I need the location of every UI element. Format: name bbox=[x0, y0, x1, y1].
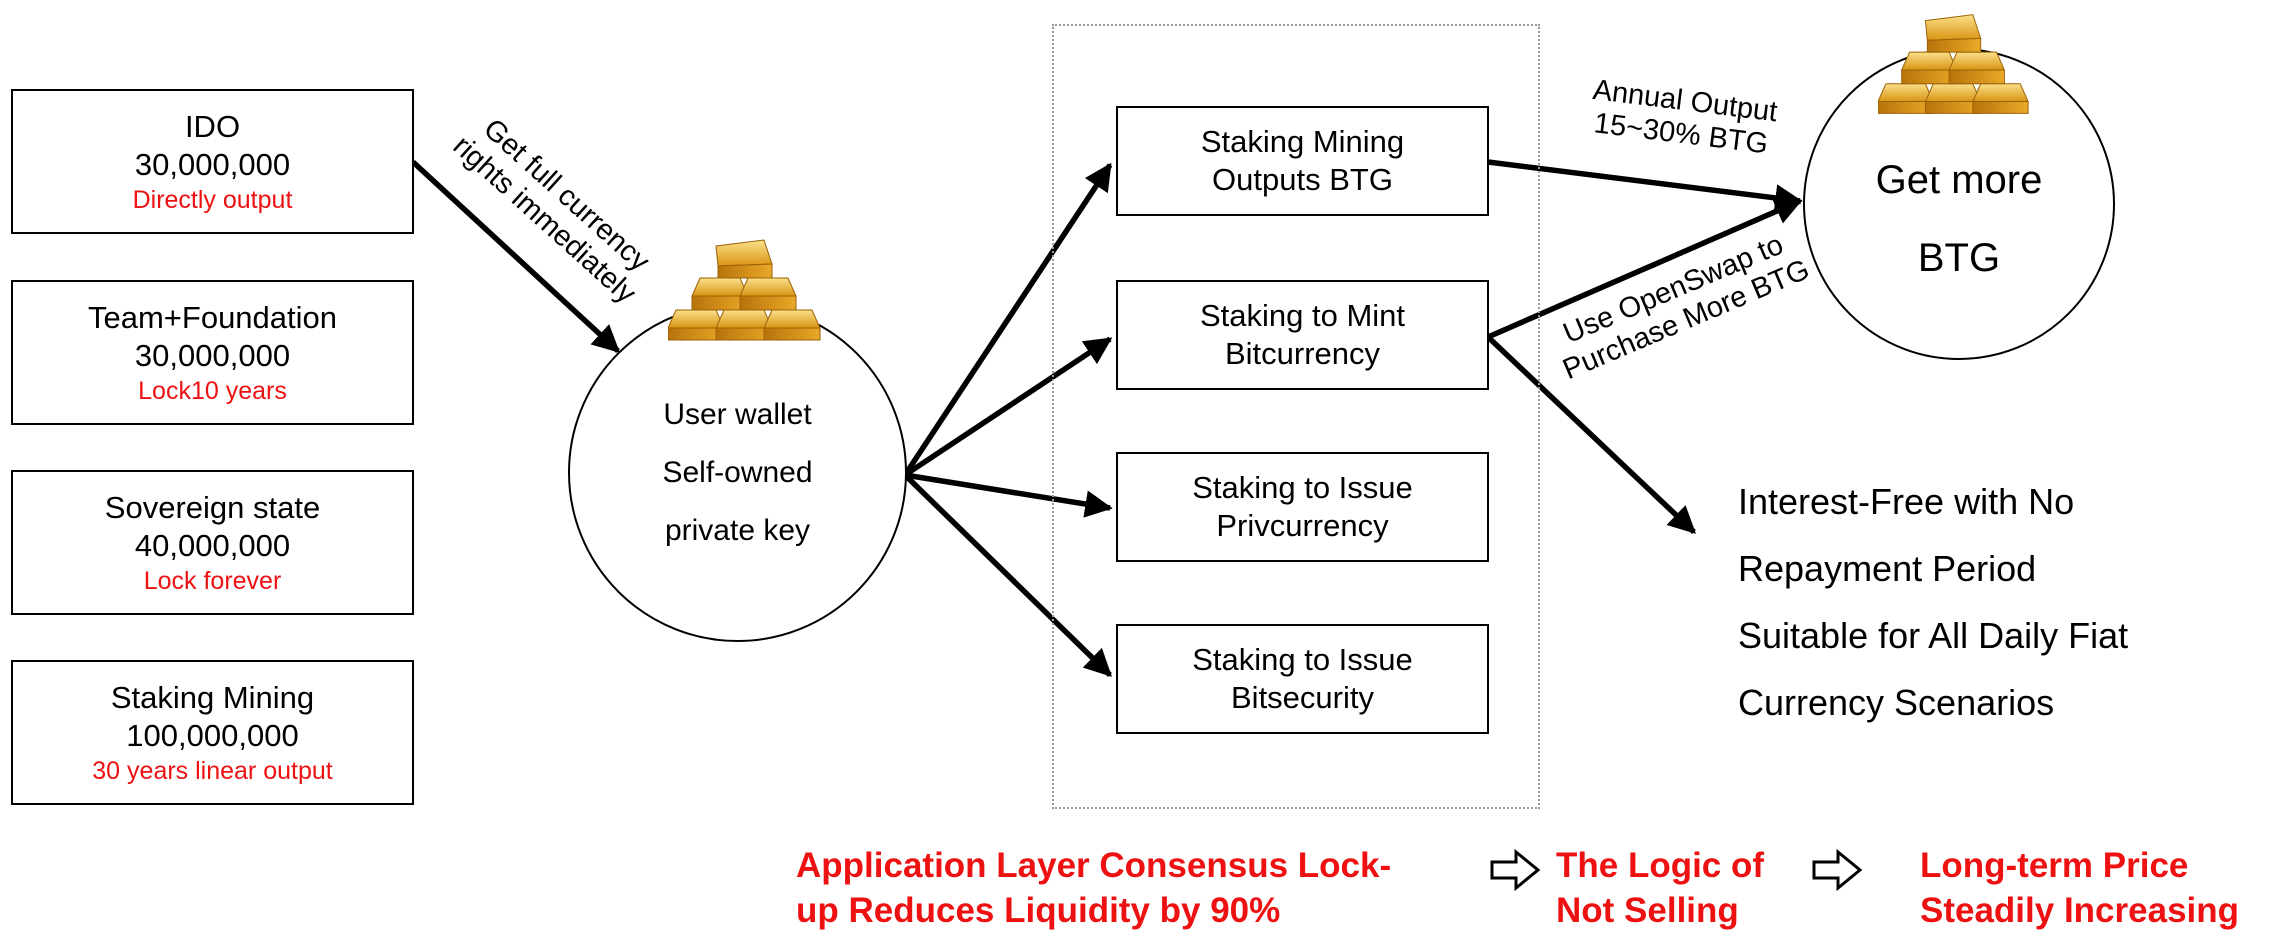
step-line: Application Layer Consensus Lock- bbox=[796, 846, 1392, 885]
wallet-line: User wallet bbox=[663, 397, 812, 431]
staking-line: Bitsecurity bbox=[1231, 680, 1374, 715]
supply-box-team: Team+Foundation 30,000,000 Lock10 years bbox=[11, 280, 414, 425]
supply-note: Directly output bbox=[132, 185, 293, 214]
hollow-arrow-2 bbox=[1812, 848, 1863, 892]
staking-line: Bitcurrency bbox=[1224, 336, 1381, 371]
supply-title: Staking Mining bbox=[110, 679, 315, 715]
hollow-arrow-1 bbox=[1490, 848, 1541, 892]
staking-line: Staking Mining bbox=[1200, 124, 1405, 159]
benefit-line: Interest-Free with No bbox=[1738, 481, 2075, 522]
wallet-line: Self-owned bbox=[662, 455, 813, 489]
step-line: Not Selling bbox=[1556, 891, 1739, 930]
step-line: Steadily Increasing bbox=[1920, 891, 2240, 930]
supply-amount: 100,000,000 bbox=[126, 717, 299, 753]
step-line: The Logic of bbox=[1556, 846, 1765, 885]
staking-line: Staking to Issue bbox=[1192, 470, 1413, 505]
arrow-wallet-to-issue-bitsec bbox=[903, 473, 1112, 677]
benefits-text: Interest-Free with No Repayment Period S… bbox=[1738, 468, 2128, 736]
supply-box-staking: Staking Mining 100,000,000 30 years line… bbox=[11, 660, 414, 805]
supply-note: Lock forever bbox=[143, 566, 282, 595]
staking-box-mining: Staking Mining Outputs BTG bbox=[1116, 106, 1489, 216]
arrow-ido-to-wallet bbox=[411, 159, 621, 354]
supply-amount: 30,000,000 bbox=[134, 337, 291, 373]
staking-group-frame bbox=[1052, 24, 1540, 809]
gold-bars-icon bbox=[1878, 14, 2029, 114]
arrow-mining-to-getmore bbox=[1487, 159, 1803, 212]
supply-note: Lock10 years bbox=[138, 376, 287, 405]
benefit-line: Suitable for All Daily Fiat bbox=[1738, 615, 2129, 656]
get-more-line: Get more bbox=[1875, 158, 2043, 202]
supply-title: IDO bbox=[184, 108, 241, 144]
get-more-line: BTG bbox=[1917, 236, 2001, 280]
user-wallet-circle: User wallet Self-owned private key bbox=[568, 303, 907, 642]
supply-amount: 30,000,000 bbox=[134, 146, 291, 182]
staking-box-bitsecurity: Staking to Issue Bitsecurity bbox=[1116, 624, 1489, 734]
staking-line: Privcurrency bbox=[1216, 508, 1389, 543]
supply-box-ido: IDO 30,000,000 Directly output bbox=[11, 89, 414, 234]
staking-line: Staking to Mint bbox=[1199, 298, 1406, 333]
bottom-step-not-selling: The Logic of Not Selling bbox=[1556, 843, 1764, 933]
gold-bars-icon bbox=[668, 239, 821, 341]
arrow-mint-to-benefits bbox=[1486, 335, 1696, 534]
staking-box-privcurrency: Staking to Issue Privcurrency bbox=[1116, 452, 1489, 562]
supply-note: 30 years linear output bbox=[92, 756, 333, 785]
step-line: Long-term Price bbox=[1920, 846, 2189, 885]
bottom-step-consensus-lockup: Application Layer Consensus Lock- up Red… bbox=[796, 843, 1391, 933]
staking-line: Staking to Issue bbox=[1192, 642, 1413, 677]
arrow-wallet-to-mint bbox=[903, 336, 1113, 478]
benefit-line: Currency Scenarios bbox=[1738, 682, 2055, 723]
supply-title: Team+Foundation bbox=[87, 299, 338, 335]
step-line: up Reduces Liquidity by 90% bbox=[796, 891, 1281, 930]
supply-box-sovereign: Sovereign state 40,000,000 Lock forever bbox=[11, 470, 414, 615]
staking-box-mint: Staking to Mint Bitcurrency bbox=[1116, 280, 1489, 390]
arrow-wallet-to-mining bbox=[902, 162, 1113, 477]
arrow-mint-to-getmore bbox=[1486, 198, 1803, 340]
benefit-line: Repayment Period bbox=[1738, 548, 2037, 589]
bottom-step-price-increasing: Long-term Price Steadily Increasing bbox=[1920, 843, 2239, 933]
supply-amount: 40,000,000 bbox=[134, 527, 291, 563]
staking-line: Outputs BTG bbox=[1212, 162, 1393, 197]
arrow-wallet-to-issue-priv bbox=[904, 472, 1113, 518]
get-more-btg-circle: Get more BTG bbox=[1803, 48, 2115, 360]
supply-title: Sovereign state bbox=[104, 489, 321, 525]
wallet-line: private key bbox=[664, 513, 811, 547]
